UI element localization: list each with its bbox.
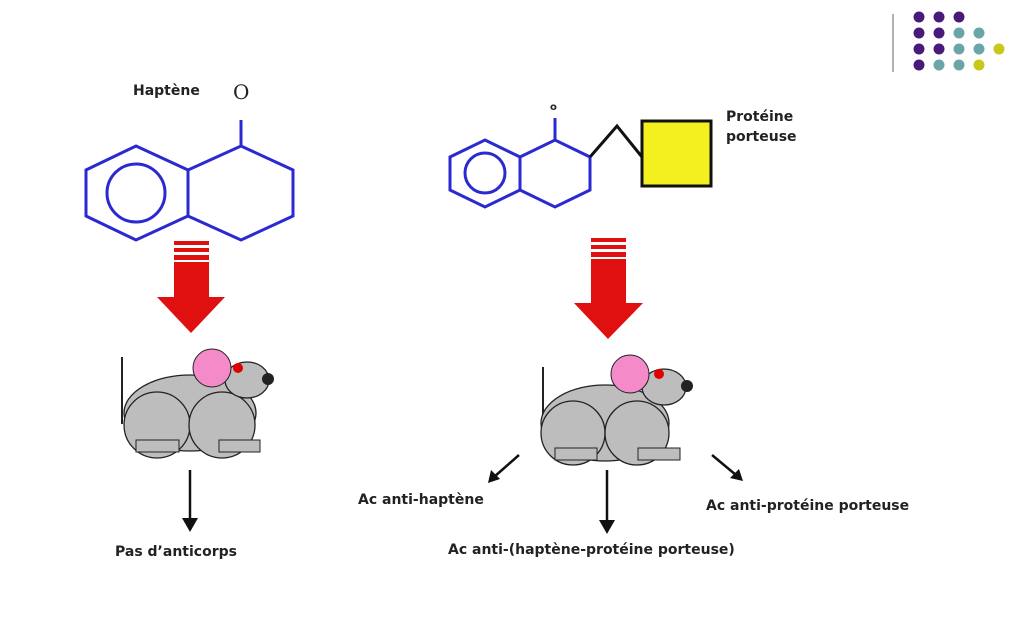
mouse-icon (540, 354, 693, 466)
proteine-label-line1: Protéine (726, 109, 793, 125)
linker-bond (588, 123, 644, 158)
arrow-diagonal-left (488, 454, 520, 483)
arrow-diagonal-right (711, 454, 743, 481)
ac-anti-proteine-label: Ac anti-protéine porteuse (706, 498, 909, 514)
carrier-protein-box (640, 119, 713, 188)
arrow-down-right (599, 470, 615, 534)
arrow-down-left (182, 470, 198, 532)
pas-anticorps-label: Pas d’anticorps (115, 544, 237, 560)
conjugate-molecule (448, 118, 592, 209)
oxygen-label-right: o (550, 102, 557, 113)
ac-anti-complex-label: Ac anti-(haptène-protéine porteuse) (448, 542, 735, 558)
ac-anti-haptene-label: Ac anti-haptène (358, 492, 484, 508)
oxygen-label-left: O (233, 80, 249, 104)
haptene-label: Haptène (133, 83, 200, 99)
red-arrow-right (574, 238, 643, 339)
dot-grid-icon (892, 11, 1005, 72)
mouse-icon (121, 348, 274, 459)
red-arrow-left (157, 241, 225, 333)
proteine-label-line2: porteuse (726, 129, 797, 145)
haptene-molecule (84, 120, 295, 242)
